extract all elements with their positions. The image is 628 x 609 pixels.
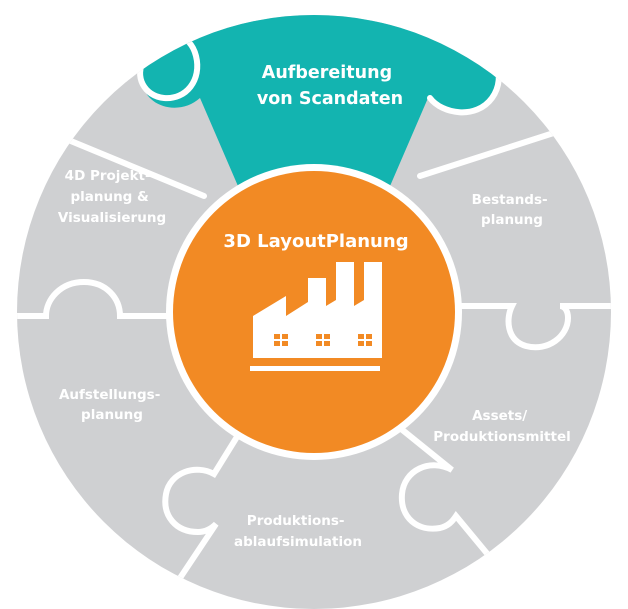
- segment-top-left-line-1: 4D Projekt-: [65, 168, 151, 184]
- segment-top-label: Aufbereitung von Scandaten: [257, 63, 403, 109]
- segment-top-left-label: 4D Projekt- planung & Visualisierung: [58, 168, 166, 226]
- separators: [17, 31, 611, 599]
- segment-left-line-2: planung: [81, 407, 143, 423]
- separator-left-tab: [17, 278, 179, 319]
- segment-top-right-label: Bestands- planung: [472, 192, 553, 228]
- segment-bottom-line-1: Produktions-: [247, 513, 345, 529]
- segment-left-line-1: Aufstellungs-: [59, 387, 160, 403]
- segment-bottom-line-2: ablaufsimulation: [234, 534, 362, 550]
- separator-right-tab: [449, 303, 611, 351]
- factory-windows: [274, 334, 372, 346]
- segment-top-left-line-3: Visualisierung: [58, 210, 166, 226]
- center-title: 3D LayoutPlanung: [223, 231, 408, 252]
- segment-top-line-1: Aufbereitung: [262, 63, 392, 83]
- segment-left-label: Aufstellungs- planung: [59, 387, 165, 423]
- segment-top-line-2: von Scandaten: [257, 89, 403, 109]
- factory-icon: [250, 262, 382, 371]
- separator-lower-left: [162, 429, 243, 599]
- segment-top-right-line-2: planung: [481, 212, 543, 228]
- segment-top-shape: [141, 15, 497, 200]
- factory-baseline: [250, 366, 380, 371]
- segment-top-left-line-2: planung &: [70, 189, 149, 205]
- segment-top-right-line-1: Bestands-: [472, 192, 548, 208]
- segment-bottom-label: Produktions- ablaufsimulation: [234, 513, 362, 550]
- segment-top-piece[interactable]: [141, 0, 497, 200]
- segment-bottom-right-line-2: Produktionsmittel: [433, 429, 570, 445]
- segment-bottom-right-label: Assets/ Produktionsmittel: [433, 408, 570, 445]
- segment-bottom-right-line-1: Assets/: [472, 408, 527, 424]
- separator-lower-right: [397, 425, 507, 577]
